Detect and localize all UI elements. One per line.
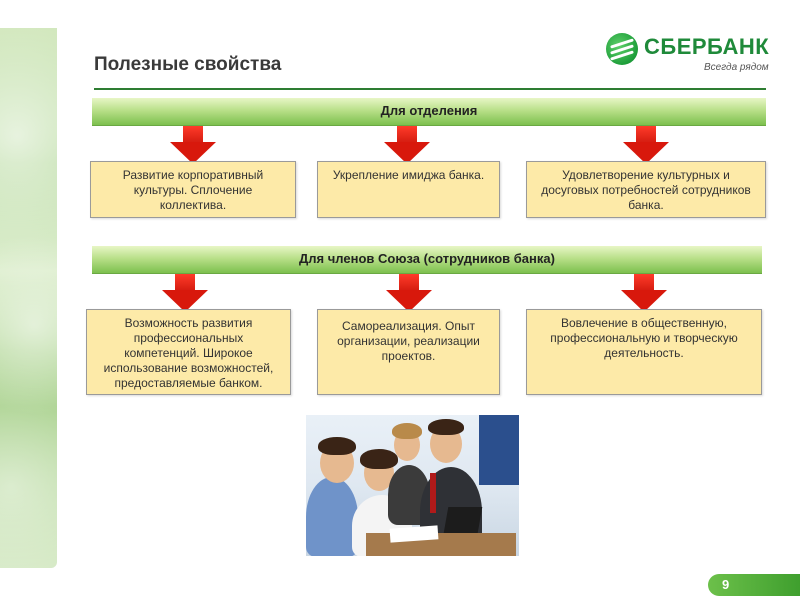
down-arrow-icon bbox=[386, 274, 432, 314]
section-band-department: Для отделения bbox=[92, 98, 766, 126]
title-divider bbox=[94, 88, 766, 90]
sberbank-logo-icon bbox=[606, 33, 638, 65]
down-arrow-icon bbox=[170, 126, 216, 166]
section-band-members: Для членов Союза (сотрудников банка) bbox=[92, 246, 762, 274]
benefit-box-self-realization: Самореализация. Опыт организации, реализ… bbox=[317, 309, 500, 395]
page-title: Полезные свойства bbox=[94, 54, 282, 75]
down-arrow-icon bbox=[623, 126, 669, 166]
team-photo bbox=[306, 415, 519, 556]
benefit-box-competence: Возможность развития профессиональных ко… bbox=[86, 309, 291, 395]
side-decorative-photo bbox=[0, 28, 57, 568]
sberbank-logo: СБЕРБАНК Всегда рядом bbox=[606, 30, 771, 80]
benefit-box-involvement: Вовлечение в общественную, профессиональ… bbox=[526, 309, 762, 395]
logo-name: СБЕРБАНК bbox=[644, 34, 770, 59]
down-arrow-icon bbox=[384, 126, 430, 166]
benefit-box-leisure: Удовлетворение культурных и досуговых по… bbox=[526, 161, 766, 218]
down-arrow-icon bbox=[162, 274, 208, 314]
benefit-box-image: Укрепление имиджа банка. bbox=[317, 161, 500, 218]
page-number-badge: 9 bbox=[708, 574, 800, 596]
logo-tagline: Всегда рядом bbox=[704, 62, 769, 73]
benefit-box-culture: Развитие корпоративный культуры. Сплочен… bbox=[90, 161, 296, 218]
down-arrow-icon bbox=[621, 274, 667, 314]
